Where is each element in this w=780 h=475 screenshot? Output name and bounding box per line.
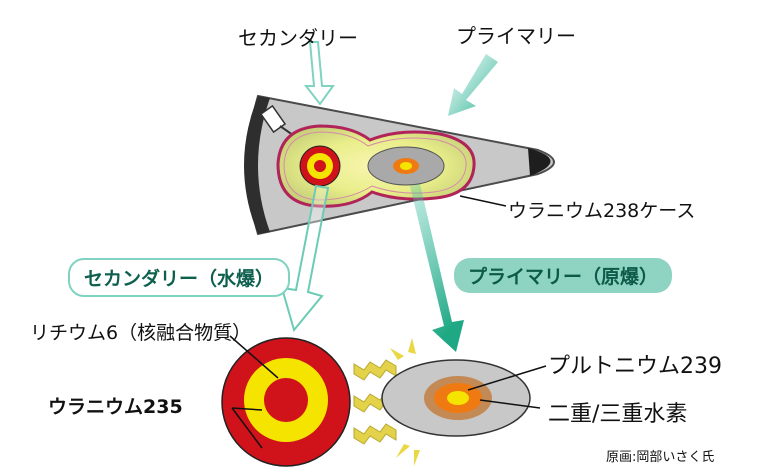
secondary-expand-arrow — [280, 184, 330, 333]
secondary-stage-small — [299, 145, 341, 187]
primary-top-label: プライマリー — [456, 24, 576, 48]
plutonium-label: プルトニウム239 — [548, 354, 722, 379]
primary-box-label: プライマリー（原爆） — [454, 258, 673, 293]
burst-spikes — [390, 338, 420, 466]
deuterium-label: 二重/三重水素 — [548, 402, 688, 427]
casing-leader-line — [459, 195, 507, 207]
primary-cross-section — [381, 359, 531, 437]
primary-expand-arrow — [410, 184, 464, 352]
primary-indicator-arrow — [448, 54, 498, 116]
uranium235-label: ウラニウム235 — [48, 396, 183, 418]
credit-label: 原画:岡部いさく氏 — [606, 450, 715, 465]
primary-stage-small — [367, 146, 445, 186]
lithium-label: リチウム6（核融合物質） — [30, 322, 252, 344]
secondary-cross-section — [221, 337, 351, 467]
label-leader-lines — [229, 335, 547, 449]
casing-label: ウラニウム238ケース — [508, 200, 696, 222]
secondary-indicator-arrow — [303, 41, 335, 106]
secondary-box-label: セカンダリー（水爆） — [68, 258, 291, 297]
secondary-top-label: セカンダリー — [238, 26, 358, 50]
